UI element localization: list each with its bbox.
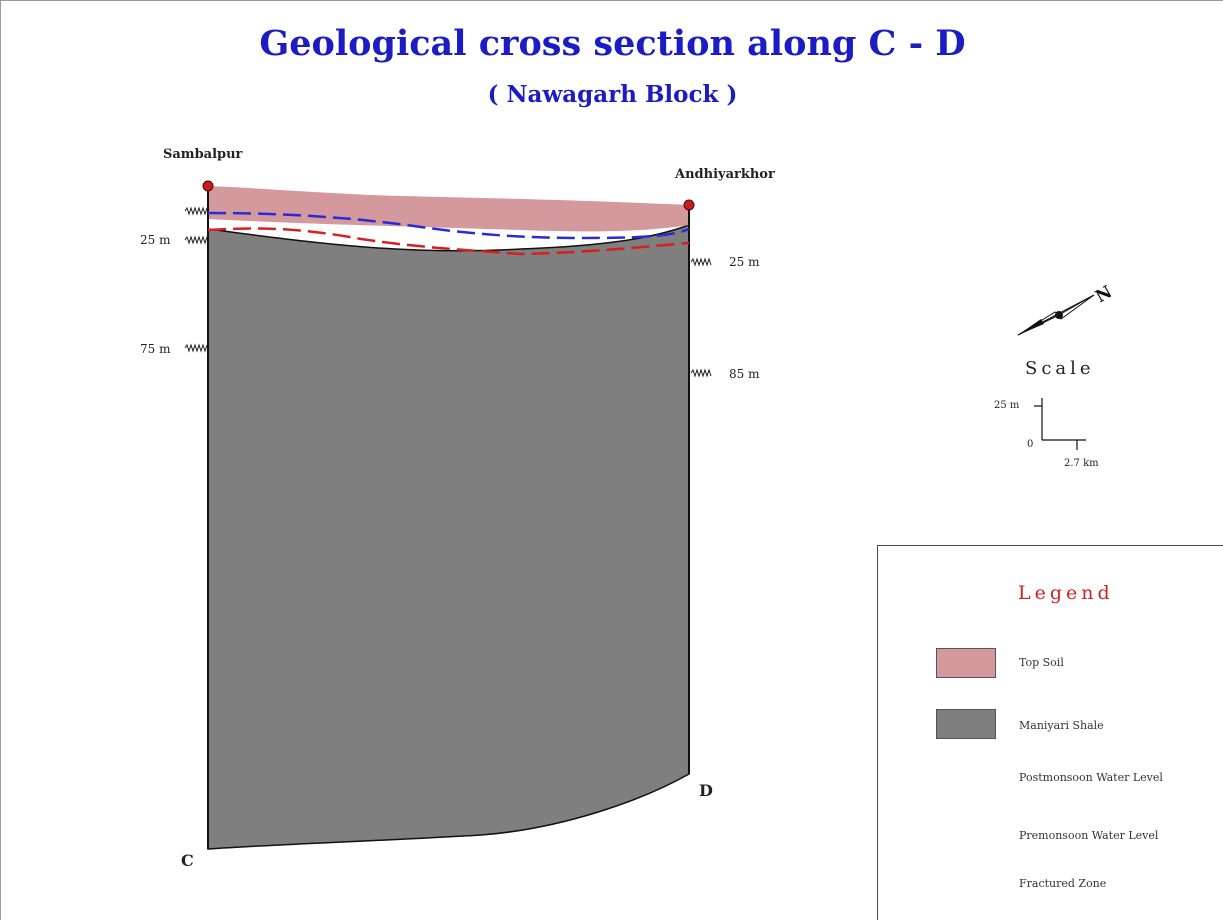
maniyari-shale-body xyxy=(207,223,690,850)
north-label: N xyxy=(1092,282,1115,307)
legend-label-premonsoon: Premonsoon Water Level xyxy=(1019,829,1159,842)
legend-label-maniyari-shale: Maniyari Shale xyxy=(1019,719,1104,732)
north-arrow-icon xyxy=(1017,294,1095,336)
scale-origin-label: 0 xyxy=(1027,439,1034,450)
premonsoon-water-level xyxy=(207,227,690,256)
depth-label-left-75: 75 m xyxy=(140,342,171,356)
fractured-zone-marker xyxy=(690,368,712,378)
scale-title: Scale xyxy=(1025,358,1095,379)
legend-box: Legend Top Soil Maniyari Shale Postmonso… xyxy=(877,545,1223,920)
site-label-andhiyarkhor: Andhiyarkhor xyxy=(675,167,775,182)
site-label-sambalpur: Sambalpur xyxy=(163,147,243,162)
fractured-zone-marker xyxy=(690,257,712,267)
depth-label-right-25: 25 m xyxy=(729,255,760,269)
andhiyarkhor-well-marker xyxy=(683,199,695,211)
fractured-zone-marker xyxy=(184,206,208,216)
legend-label-fractured-zone: Fractured Zone xyxy=(1019,877,1107,890)
diagram-title: Geological cross section along C - D xyxy=(259,23,966,64)
postmonsoon-water-level xyxy=(207,211,690,240)
legend-label-top-soil: Top Soil xyxy=(1019,656,1064,669)
sambalpur-well-marker xyxy=(202,180,214,192)
depth-label-left-25: 25 m xyxy=(140,233,171,247)
fractured-zone-marker xyxy=(184,235,208,245)
fractured-zone-marker xyxy=(184,343,208,353)
diagram-subtitle: ( Nawagarh Block ) xyxy=(487,81,738,108)
legend-shale-swatch xyxy=(936,709,996,739)
top-soil-layer xyxy=(208,186,689,232)
legend-label-postmonsoon: Postmonsoon Water Level xyxy=(1019,771,1163,784)
legend-top-soil-swatch xyxy=(936,648,996,678)
depth-label-right-85: 85 m xyxy=(729,367,760,381)
corner-label-d: D xyxy=(699,781,713,800)
scale-horizontal-label: 2.7 km xyxy=(1064,458,1099,469)
scale-bar xyxy=(1034,398,1086,450)
scale-vertical-label: 25 m xyxy=(994,400,1020,411)
corner-label-c: C xyxy=(181,851,194,870)
legend-title: Legend xyxy=(1018,582,1114,604)
